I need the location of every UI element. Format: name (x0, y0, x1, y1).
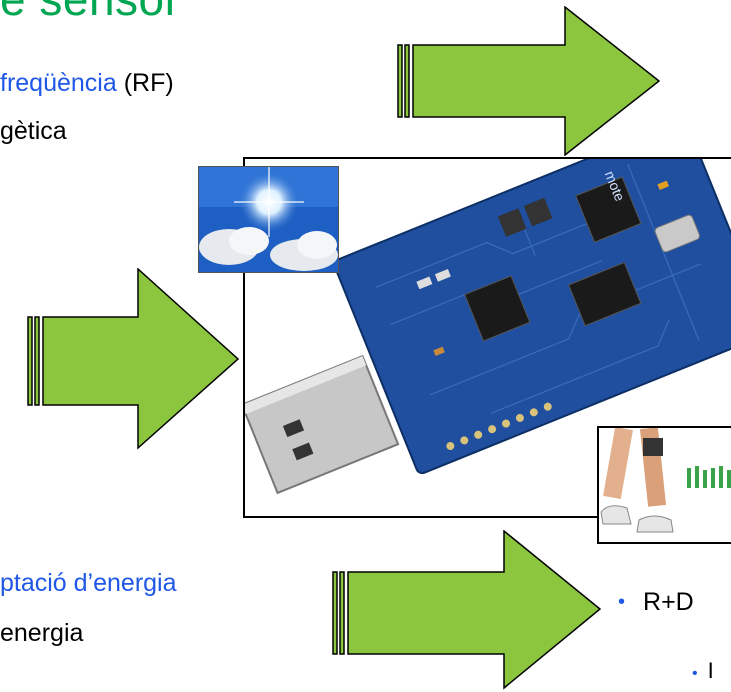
bullet-rd: • R+D (618, 588, 694, 617)
sensor-board-frame: mote (243, 157, 731, 518)
slide-title: e sensor (0, 0, 180, 26)
sub-bullet-dot-icon: • (692, 665, 698, 682)
energy-harvesting-line: ptació d’energia (0, 569, 177, 597)
rf-highlight: freqüència (0, 69, 117, 97)
walking-legs-image (597, 426, 731, 544)
bullet-rd-text: R+D (643, 588, 694, 616)
usb-sensor-board-image: mote (245, 159, 731, 495)
right-arrow-icon (27, 268, 240, 450)
bullet-dot-icon: • (618, 591, 626, 613)
sub-bullet-text: I (707, 658, 714, 683)
sub-bullet: •I (692, 658, 714, 684)
energy-line-2: energia (0, 619, 84, 647)
rf-line: freqüència (RF) (0, 69, 174, 98)
rf-suffix: (RF) (116, 69, 174, 97)
right-arrow-icon (397, 6, 661, 156)
sun-sky-image (198, 166, 339, 273)
energy-line: gètica (0, 117, 67, 145)
right-arrow-icon (332, 530, 602, 690)
